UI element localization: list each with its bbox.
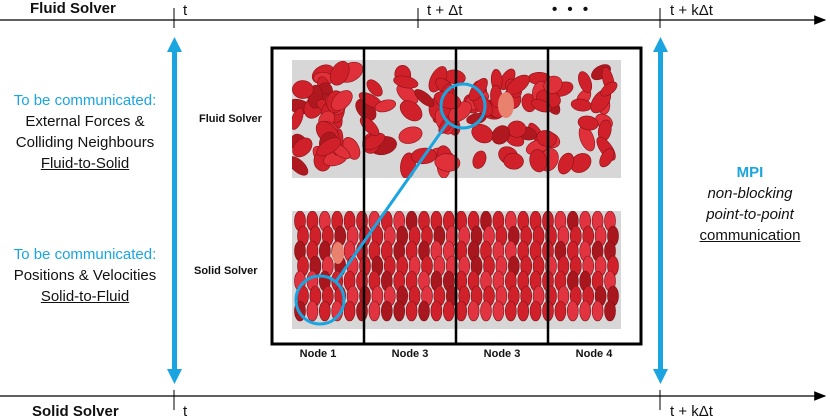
solid-cells (294, 211, 619, 322)
solid-solver-image (292, 211, 621, 329)
solid-cell (381, 300, 393, 322)
node-label-2: Node 3 (391, 348, 429, 360)
solid-cell (343, 300, 356, 322)
solid-cell (517, 300, 529, 322)
solid-cell (566, 300, 579, 322)
solid-cell (368, 300, 381, 322)
solid-cell (294, 300, 306, 322)
mpi-line3: communication (699, 227, 801, 244)
solid-cell (529, 300, 542, 322)
solid-cell (356, 300, 368, 322)
fluid-cell (292, 80, 314, 99)
solid-solver-timeline-label: Solid Solver (32, 403, 119, 420)
fluid-solver-image (292, 60, 621, 178)
fluid-cell (557, 152, 574, 175)
block1-line1: External Forces & (25, 113, 145, 130)
solid-cell (455, 300, 467, 322)
solid-cell (554, 300, 567, 322)
fluid-cell (398, 126, 423, 144)
fluid-cell (507, 120, 527, 138)
mpi-title: MPI (736, 164, 764, 181)
fluid-cell (472, 150, 487, 169)
solid-solver-panel-label: Solid Solver (194, 265, 258, 277)
solid-cell (467, 300, 480, 322)
node-label-4: Node 4 (575, 348, 613, 360)
fluid-cells (292, 60, 618, 178)
solid-cell (430, 300, 443, 322)
block2-line1: Positions & Velocities (13, 267, 157, 284)
fluid-to-solid-block: To be communicated: External Forces & Co… (0, 90, 170, 174)
node-label-3: Node 3 (483, 348, 521, 360)
to-be-communicated-heading-2: To be communicated: (13, 246, 157, 263)
solid-cell (492, 300, 505, 322)
fluid-to-solid-direction: Fluid-to-Solid (40, 155, 130, 172)
fluid-solver-panel-label: Fluid Solver (199, 113, 262, 125)
solid-cell (418, 300, 430, 322)
highlighted-cell (332, 242, 344, 264)
tick-ellipsis: • • • (552, 1, 592, 18)
left-double-arrow (167, 37, 182, 384)
tick-t-dt: t + Δt (427, 2, 463, 19)
solid-cell (542, 300, 554, 322)
solid-cell (480, 300, 492, 322)
solid-cell (393, 300, 405, 322)
solid-cell (579, 300, 592, 322)
solid-cell (443, 300, 455, 322)
mpi-line2: point-to-point (706, 206, 794, 223)
tick-t-kdt-top: t + kΔt (670, 2, 713, 19)
fluid-cell (292, 156, 309, 176)
solid-cell (331, 300, 344, 322)
solid-cell (306, 300, 319, 322)
solid-to-fluid-block: To be communicated: Positions & Velociti… (0, 244, 170, 307)
solid-cell (405, 300, 418, 322)
to-be-communicated-heading: To be communicated: (13, 92, 157, 109)
mpi-line1: non-blocking (707, 185, 793, 202)
solid-cell (505, 300, 517, 322)
solid-cell (318, 300, 331, 322)
right-double-arrow (653, 37, 668, 384)
solid-cell (604, 300, 616, 322)
mpi-block: MPI non-blocking point-to-point communic… (670, 162, 830, 246)
tick-t-bottom: t (183, 403, 188, 420)
tick-t-top: t (183, 2, 188, 19)
solid-to-fluid-direction: Solid-to-Fluid (40, 288, 130, 305)
solid-cell (591, 300, 604, 322)
fluid-cell (411, 147, 437, 165)
fluid-solver-timeline-label: Fluid Solver (30, 0, 116, 17)
block1-line2: Colliding Neighbours (15, 134, 155, 151)
highlighted-cell (498, 92, 514, 118)
tick-t-kdt-bottom: t + kΔt (670, 403, 713, 420)
node-label-1: Node 1 (299, 348, 337, 360)
